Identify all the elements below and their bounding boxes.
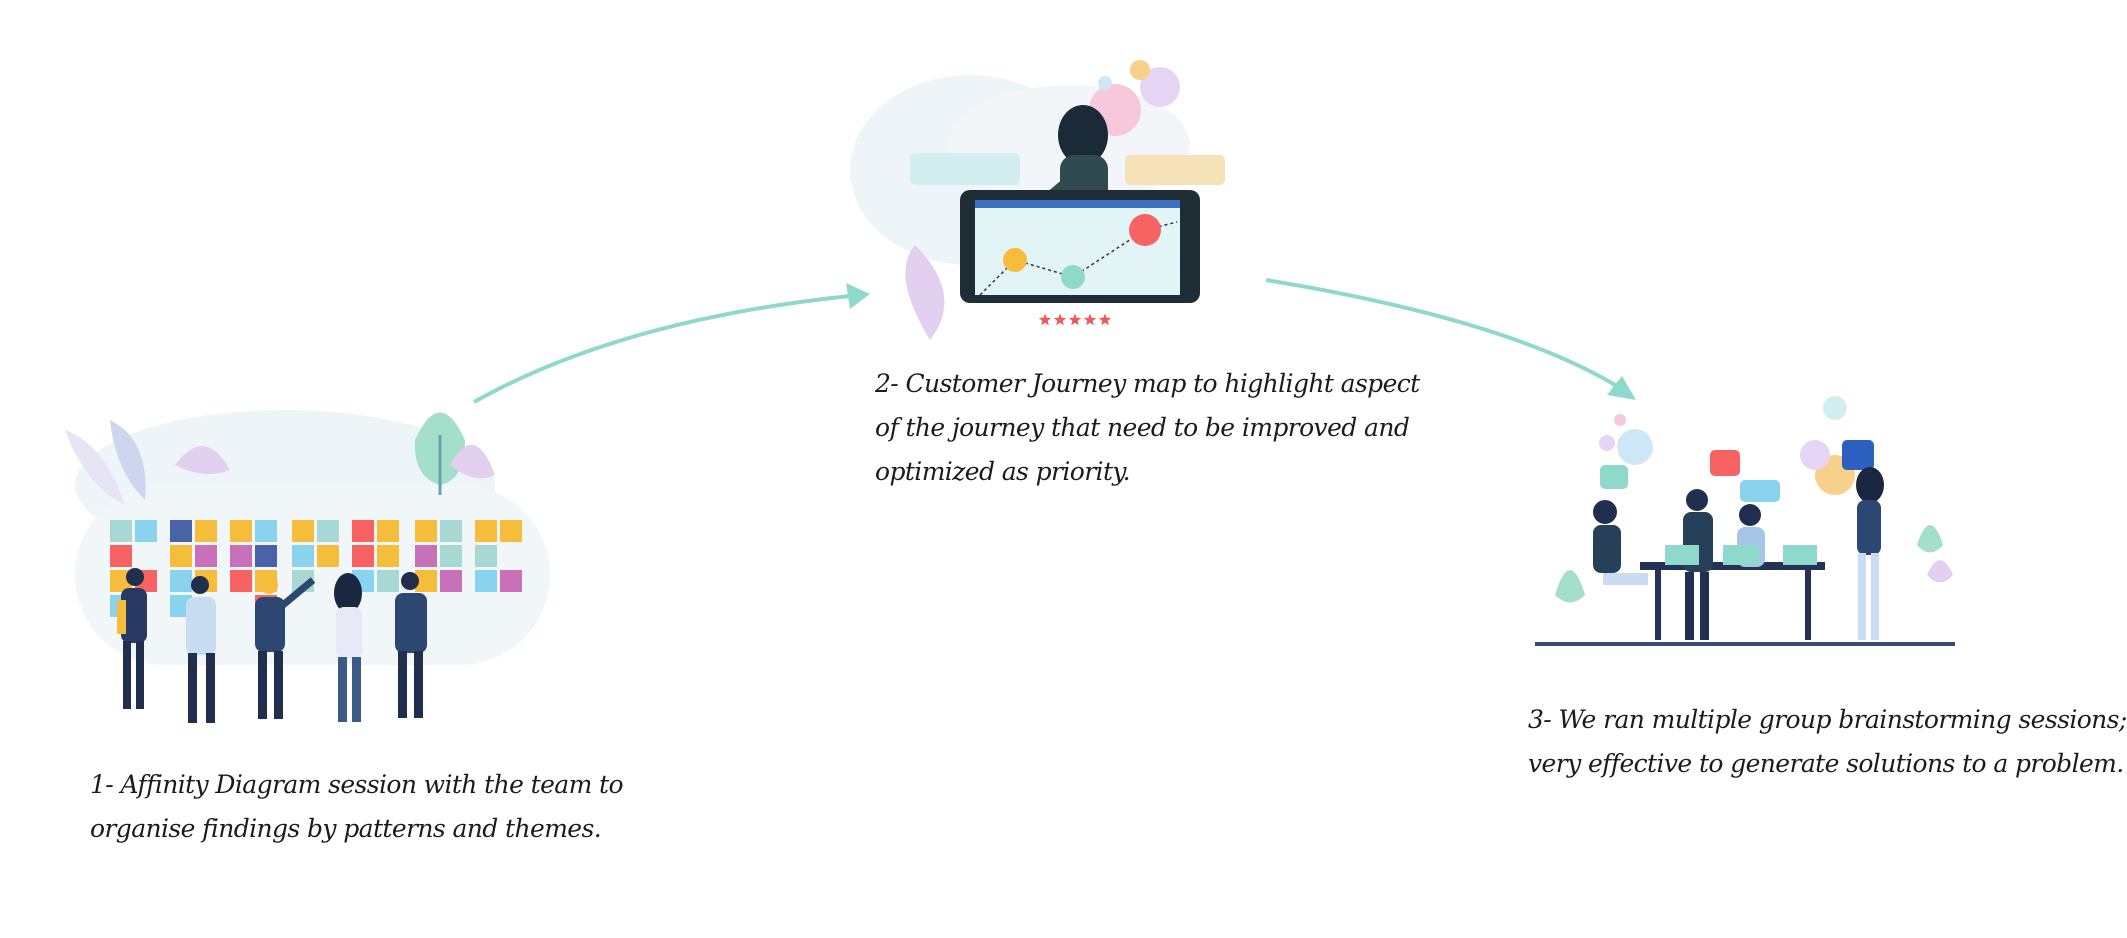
star-icon (1083, 313, 1097, 326)
sticky-notes-wall (110, 520, 522, 617)
affinity-diagram-illustration (65, 410, 550, 723)
neutral-face-icon (1003, 248, 1027, 272)
step-3-line-2: very effective to generate solutions to … (1528, 749, 2124, 778)
sad-face-icon (1061, 265, 1085, 289)
arrowhead-step3 (1607, 376, 1636, 400)
star-icon (1098, 313, 1112, 326)
step-2-line-1: 2- Customer Journey map to highlight asp… (875, 369, 1420, 398)
rating-stars (1038, 313, 1112, 326)
star-bubble-icon (1710, 450, 1740, 476)
happy-face-icon (1129, 214, 1161, 246)
customer-journey-illustration (850, 60, 1225, 340)
smartphone (960, 190, 1200, 303)
message-bubble-icon (1740, 480, 1780, 502)
step-3-line-1: 3- We ran multiple group brainstorming s… (1528, 705, 2127, 734)
team-members (117, 568, 427, 723)
brainstorming-illustration (1535, 396, 1955, 646)
step-1-caption: 1- Affinity Diagram session with the tea… (90, 763, 624, 851)
meeting-table (1640, 562, 1825, 570)
star-icon (1053, 313, 1067, 326)
arrow-step1-to-step2 (473, 294, 851, 404)
alert-bubble-icon (1600, 465, 1628, 489)
star-icon (1038, 313, 1052, 326)
star-icon (1068, 313, 1082, 326)
step-3-caption: 3- We ran multiple group brainstorming s… (1528, 698, 2127, 786)
arrowhead-step2 (846, 283, 870, 309)
floor-line (1535, 642, 1955, 646)
flow-arrows (473, 278, 1636, 404)
step-1-line-2: organise findings by patterns and themes… (90, 814, 602, 843)
arrow-step2-to-step3 (1265, 278, 1622, 390)
step-2-line-2: of the journey that need to be improved … (875, 413, 1410, 442)
gears-bubble-icon (1842, 440, 1874, 470)
step-1-line-1: 1- Affinity Diagram session with the tea… (90, 770, 624, 799)
step-2-caption: 2- Customer Journey map to highlight asp… (875, 362, 1420, 494)
step-2-line-3: optimized as priority. (875, 457, 1131, 486)
